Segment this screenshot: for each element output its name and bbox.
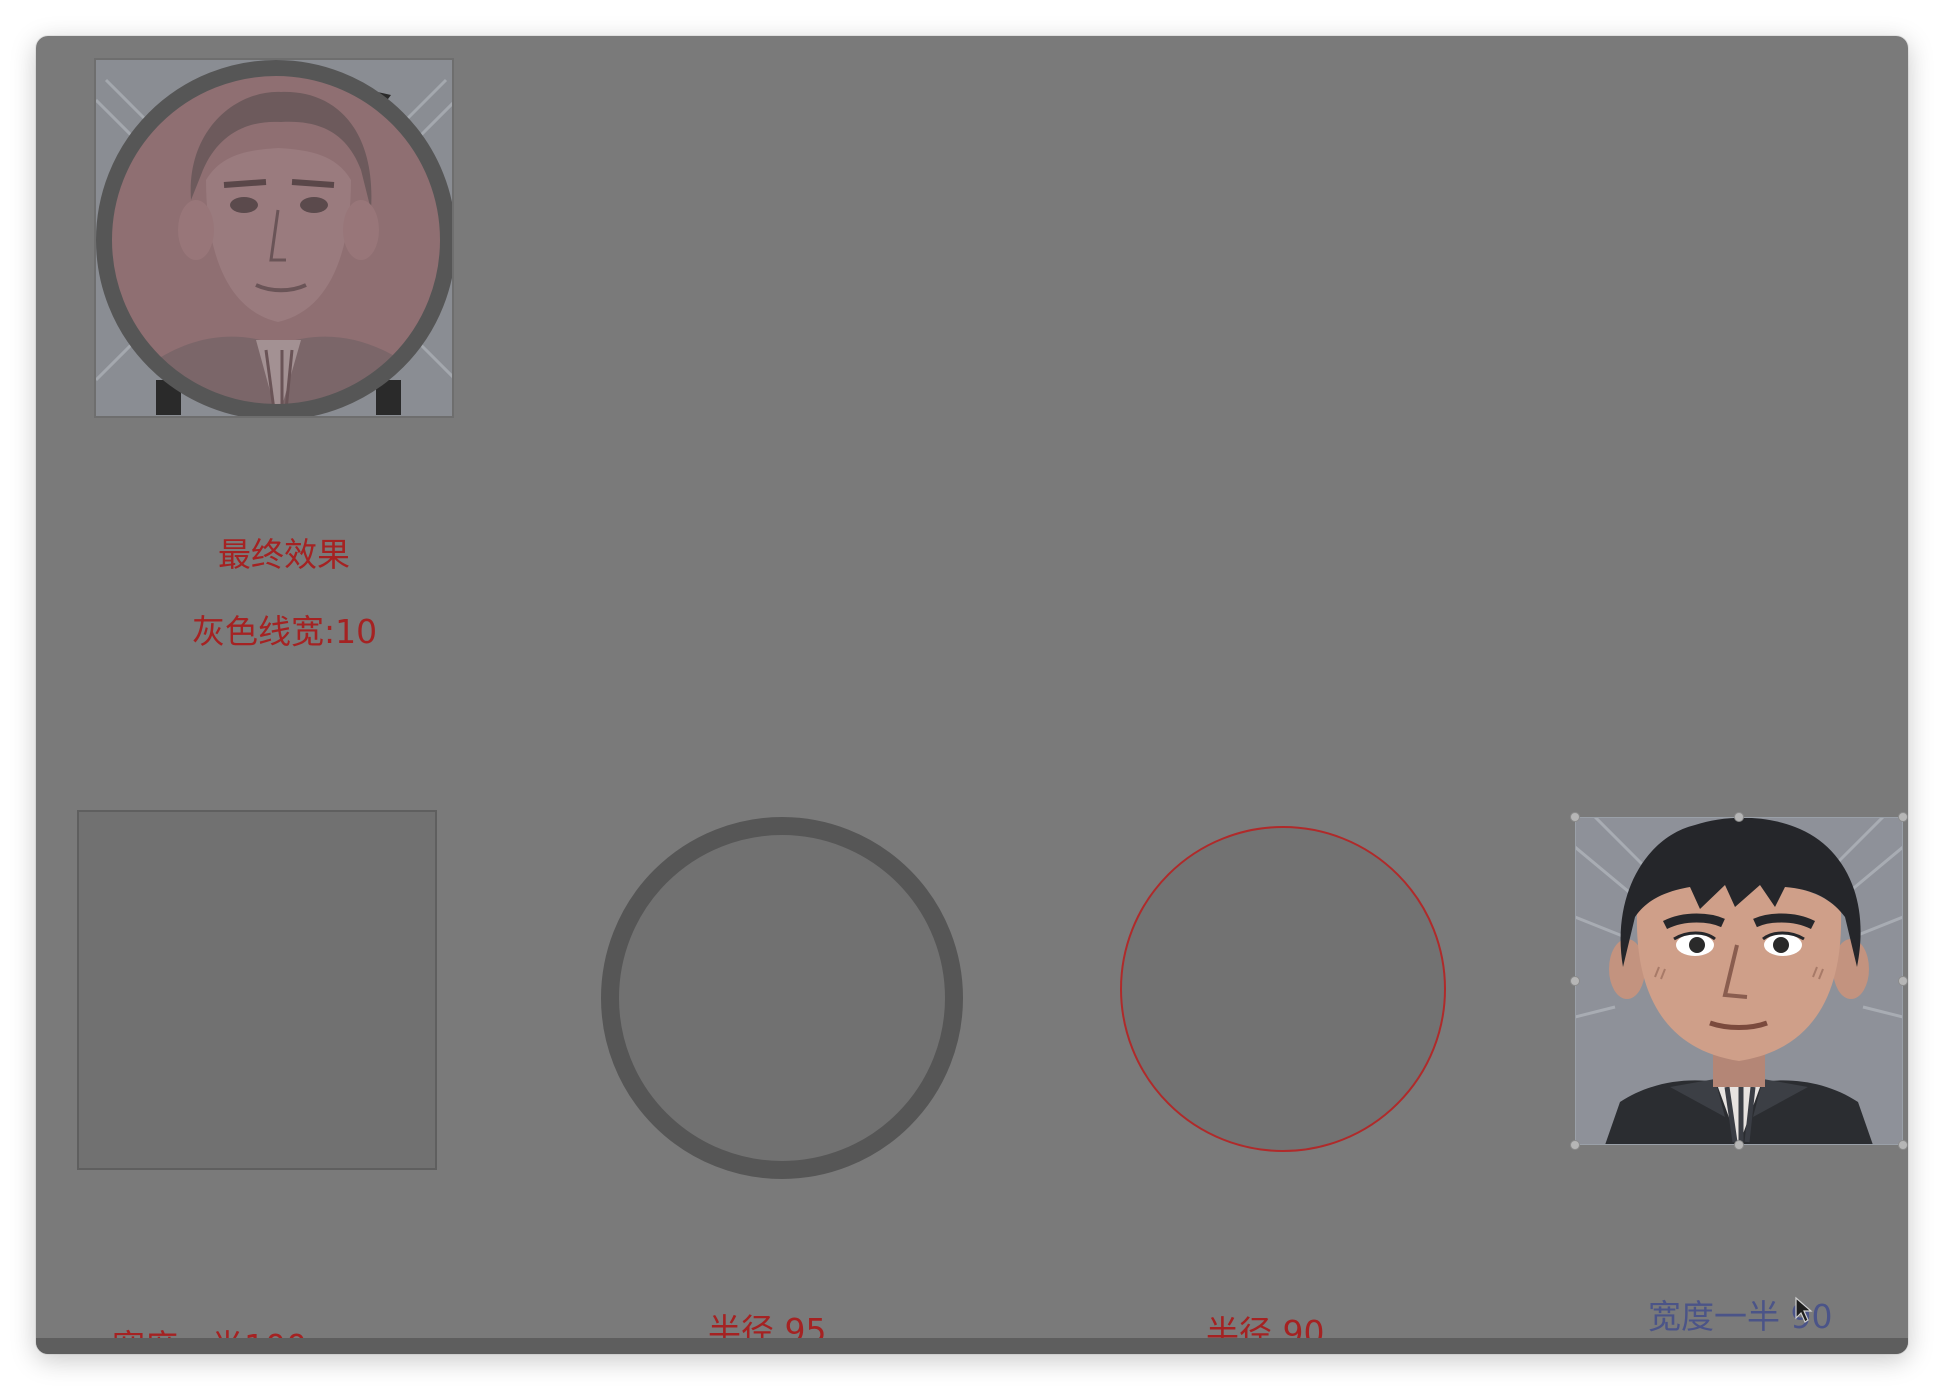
resize-handle-bottom-left[interactable] bbox=[1570, 1140, 1580, 1150]
final-effect-title: 最终效果 bbox=[218, 535, 350, 574]
resize-handle-top-right[interactable] bbox=[1898, 812, 1908, 822]
resize-handle-top[interactable] bbox=[1734, 812, 1744, 822]
square-label: 宽度一半100 bbox=[112, 1320, 307, 1338]
final-effect-subtitle: 灰色线宽:10 bbox=[192, 612, 378, 651]
window-bottom-bar bbox=[36, 1338, 1908, 1354]
resize-handle-left[interactable] bbox=[1570, 976, 1580, 986]
resize-handle-bottom[interactable] bbox=[1734, 1140, 1744, 1150]
ring-label: 半径 95 bbox=[708, 1311, 827, 1338]
avatar-portrait-icon bbox=[1574, 815, 1904, 1145]
drawing-canvas: 最终效果 灰色线宽:10 bbox=[36, 36, 1908, 1338]
red-outline-circle bbox=[1120, 826, 1446, 1152]
final-effect-avatar bbox=[94, 58, 454, 418]
avatar-image[interactable] bbox=[1570, 812, 1908, 1150]
avatar-portrait-icon bbox=[96, 60, 452, 416]
circle-label: 半径 90 bbox=[1206, 1313, 1325, 1338]
arrow-cursor-icon bbox=[1795, 1296, 1813, 1323]
gray-ring-shape bbox=[601, 817, 963, 1179]
resize-handle-bottom-right[interactable] bbox=[1898, 1140, 1908, 1150]
gray-square-shape bbox=[77, 810, 437, 1170]
app-window: 最终效果 灰色线宽:10 bbox=[36, 36, 1908, 1354]
resize-handle-right[interactable] bbox=[1898, 976, 1908, 986]
resize-handle-top-left[interactable] bbox=[1570, 812, 1580, 822]
